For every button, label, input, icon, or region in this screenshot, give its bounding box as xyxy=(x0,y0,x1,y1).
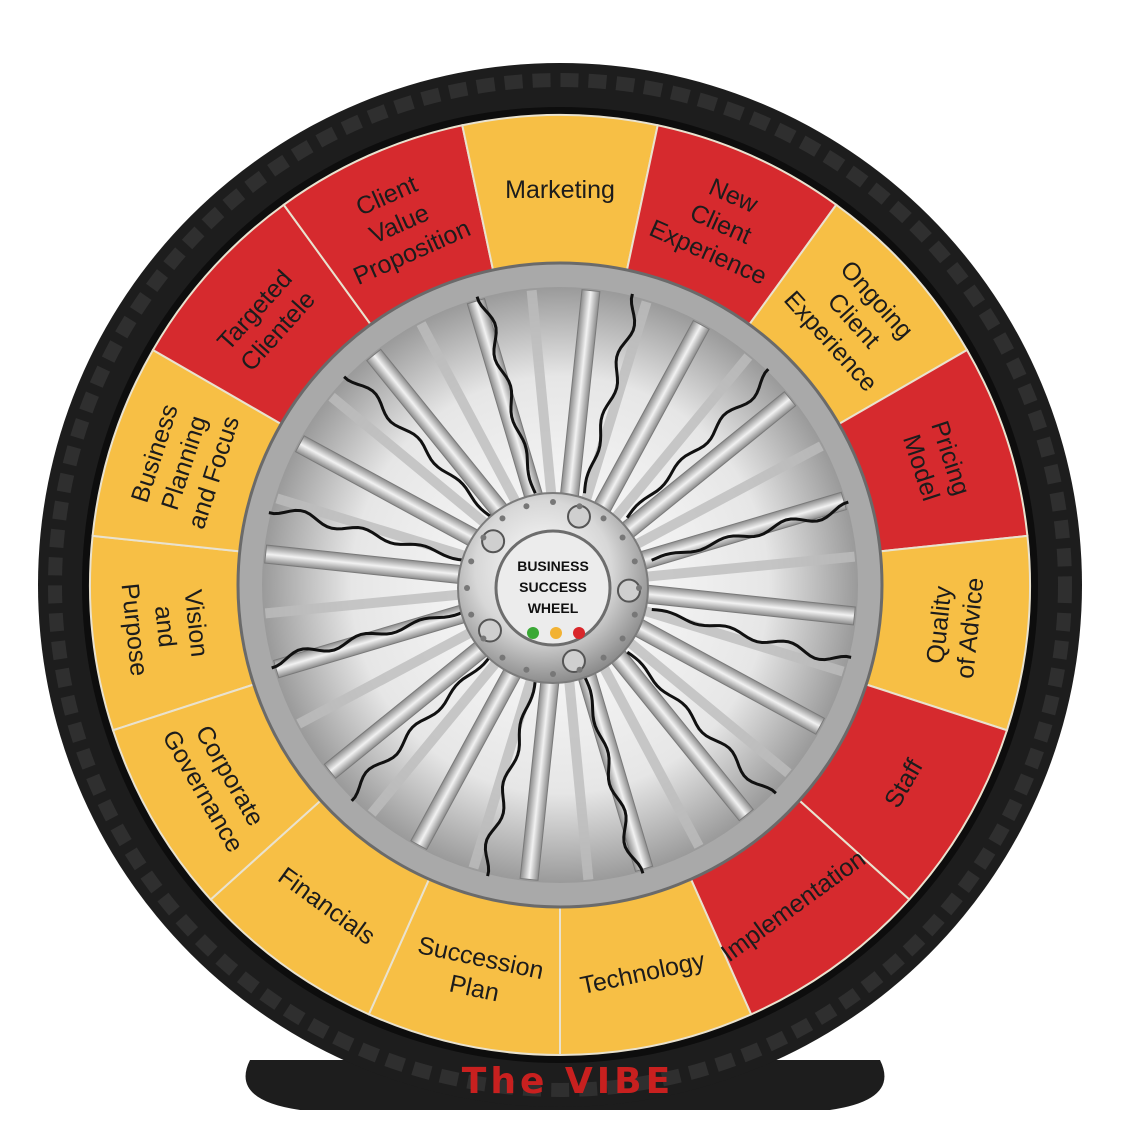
hub-bolt xyxy=(482,530,504,552)
hub-rivet xyxy=(480,534,486,540)
segment-label-line: Marketing xyxy=(505,176,615,204)
hub-rivet xyxy=(468,612,474,618)
hub-rivet xyxy=(523,503,529,509)
hub-rivet xyxy=(577,503,583,509)
hub-title-line2: SUCCESS xyxy=(519,579,587,595)
hub-title-line3: WHEEL xyxy=(528,600,579,616)
hub-rivet xyxy=(468,558,474,564)
hub: BUSINESS SUCCESS WHEEL xyxy=(458,493,648,683)
hub-rivet xyxy=(464,585,470,591)
brand-title: The VIBE xyxy=(462,1061,674,1102)
hub-light-red xyxy=(573,627,585,639)
hub-rivet xyxy=(550,499,556,505)
hub-bolt xyxy=(618,580,640,602)
hub-rivet xyxy=(480,636,486,642)
hub-rivet xyxy=(523,667,529,673)
segment-label-4: Marketing xyxy=(505,176,615,204)
segment-label-line: and xyxy=(149,604,181,648)
hub-rivet xyxy=(632,558,638,564)
hub-rivet xyxy=(577,667,583,673)
hub-rivet xyxy=(499,655,505,661)
hub-rivet xyxy=(620,636,626,642)
hub-rivet xyxy=(601,655,607,661)
hub-title-line1: BUSINESS xyxy=(517,558,589,574)
hub-rivet xyxy=(601,515,607,521)
hub-light-green xyxy=(527,627,539,639)
hub-light-yellow xyxy=(550,627,562,639)
hub-rivet xyxy=(499,515,505,521)
hub-rivet xyxy=(550,671,556,677)
hub-rivet xyxy=(632,612,638,618)
hub-rivet xyxy=(636,585,642,591)
hub-rivet xyxy=(620,534,626,540)
